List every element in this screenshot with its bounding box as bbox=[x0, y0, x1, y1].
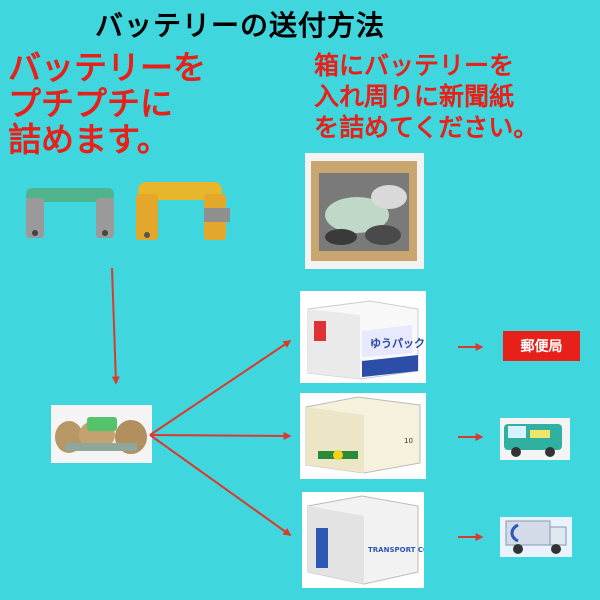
post-office-label: 郵便局 bbox=[503, 331, 580, 361]
yupack-box-image: ゆうパック bbox=[300, 291, 426, 383]
battery-green-image bbox=[22, 188, 118, 240]
wrapped-battery-image bbox=[51, 405, 152, 463]
sagawa-truck-icon bbox=[500, 517, 572, 557]
page-title: バッテリーの送付方法 bbox=[94, 9, 385, 42]
yamato-box-image: 10 bbox=[300, 393, 426, 479]
yamato-truck-icon bbox=[500, 418, 570, 460]
yupack-logo-text: ゆうパック bbox=[370, 337, 425, 350]
box-instruction-text: 箱にバッテリーを 入れ周りに新聞紙 を詰めてください。 bbox=[314, 51, 539, 142]
yamato-box-number: 10 bbox=[404, 437, 413, 445]
battery-yellow-image bbox=[124, 180, 234, 242]
box-with-newspaper-image bbox=[305, 153, 424, 269]
sagawa-box-image: TRANSPORT COMMUNICATION SAGAWA bbox=[302, 492, 523, 588]
wrap-instruction-text: バッテリーを プチプチに 詰めます。 bbox=[8, 48, 206, 159]
